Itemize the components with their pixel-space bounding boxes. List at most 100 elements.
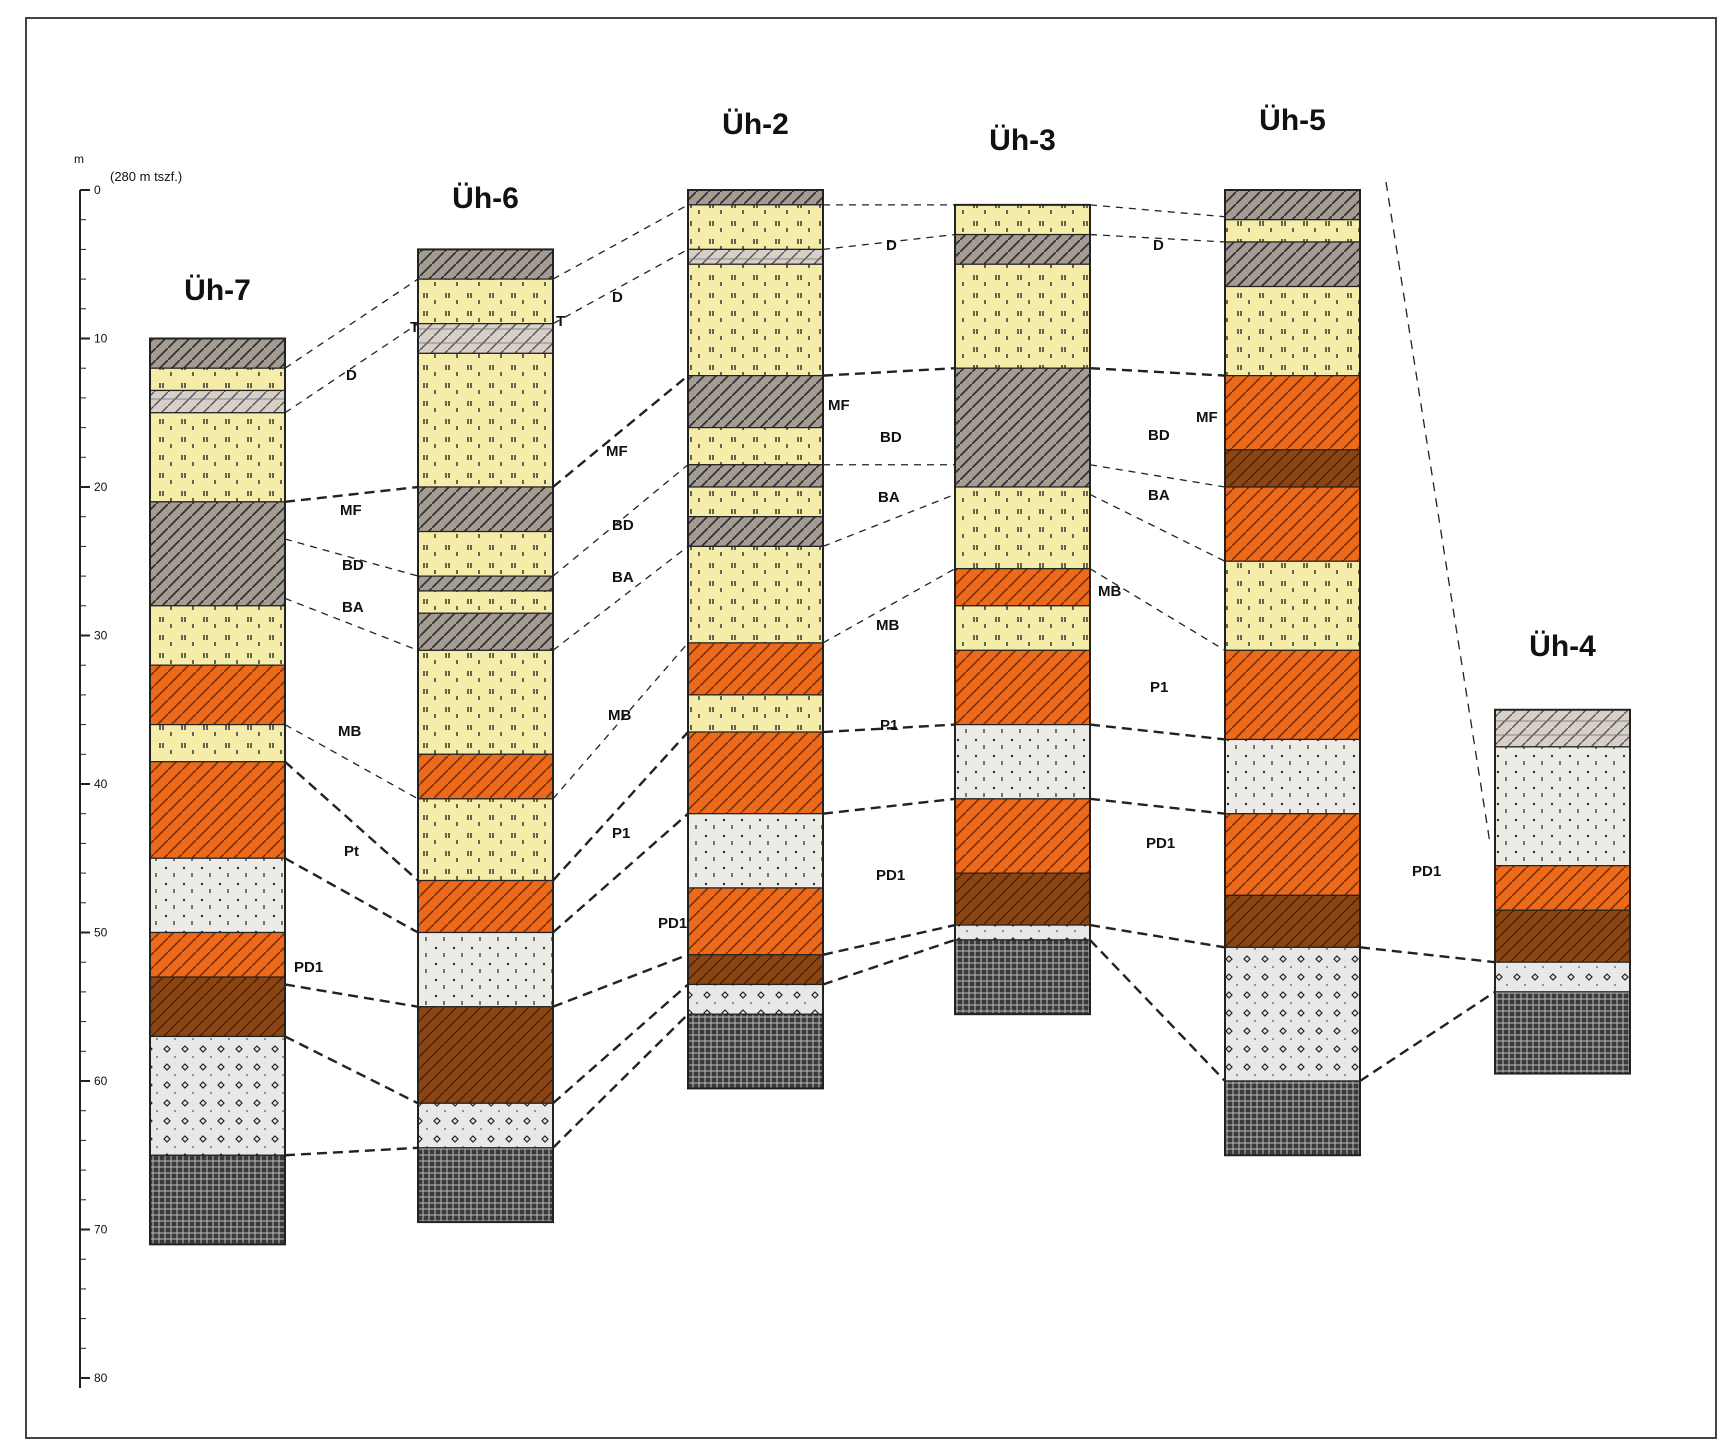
borehole-title: Üh-3 — [989, 124, 1056, 157]
unit-label-mf: MF — [828, 397, 850, 414]
axis-datum: (280 m tszf.) — [110, 169, 182, 184]
layer-paleosol-gray — [149, 337, 286, 369]
layer-loess — [417, 352, 554, 488]
unit-label-mb: MB — [876, 617, 899, 634]
layer-loess — [417, 278, 554, 325]
borehole-column — [1494, 708, 1631, 1075]
layer-paleosol-gray — [417, 248, 554, 280]
unit-label-mb: MB — [608, 707, 631, 724]
layer-silt — [417, 323, 554, 354]
unit-label-bd: BD — [342, 557, 364, 574]
layer-paleosol-gray — [687, 516, 824, 548]
correlation-line-pd1 — [822, 923, 956, 956]
borehole-outline — [1494, 708, 1631, 1075]
figure-frame — [25, 17, 1717, 1439]
layer-base — [687, 1013, 824, 1090]
correlation-line-pd1 — [1089, 923, 1226, 949]
correlation-line-p1 — [552, 731, 689, 882]
layer-loess — [417, 590, 554, 614]
layer-loess — [149, 412, 286, 503]
correlation-line-pt — [284, 857, 419, 934]
unit-label-pd1: PD1 — [658, 915, 687, 932]
correlation-line-p1 — [284, 760, 419, 882]
layer-paleosol-orange — [149, 931, 286, 978]
layer-paleosol-brown — [687, 954, 824, 986]
layer-paleosol-orange — [1224, 375, 1361, 451]
unit-label-ba: BA — [878, 489, 900, 506]
layer-paleosol-orange — [687, 887, 824, 956]
borehole-outline — [954, 203, 1091, 1016]
correlation-line-pd1-gravel — [1089, 939, 1226, 1082]
layer-loess — [954, 605, 1091, 651]
layer-loess — [954, 204, 1091, 236]
unit-label-p1: P1 — [612, 825, 630, 842]
axis-tick-label: 50 — [94, 926, 108, 940]
layer-silt — [687, 248, 824, 265]
layer-paleosol-orange — [417, 753, 554, 800]
layer-sand — [149, 857, 286, 934]
correlation-line-ba — [1089, 493, 1226, 562]
layer-sand — [417, 931, 554, 1008]
layer-loess — [687, 694, 824, 733]
borehole-outline — [417, 248, 554, 1224]
layer-loess — [1224, 285, 1361, 377]
layer-paleosol-gray — [1224, 241, 1361, 288]
layer-loess — [417, 649, 554, 755]
layer-paleosol-orange — [687, 731, 824, 815]
layer-paleosol-orange — [1224, 486, 1361, 562]
correlation-line-pd1-gravel — [822, 938, 956, 986]
correlation-line-uh4-top — [1385, 181, 1491, 844]
unit-label-mb: MB — [1098, 583, 1121, 600]
layer-loess — [687, 204, 824, 251]
layer-loess — [687, 486, 824, 518]
layer-sand — [954, 723, 1091, 800]
correlation-line-base — [284, 1146, 419, 1157]
borehole-columns — [149, 189, 1631, 1246]
correlation-line-d-lower — [1089, 233, 1226, 243]
borehole-outline — [687, 189, 824, 1090]
layer-paleosol-orange — [954, 649, 1091, 726]
layer-paleosol-orange — [1224, 813, 1361, 896]
layer-base — [1494, 991, 1631, 1075]
layer-loess — [149, 723, 286, 763]
axis-tick-label: 40 — [94, 777, 108, 791]
correlation-line-mb — [1089, 568, 1226, 651]
unit-label-t: T — [556, 313, 565, 330]
layer-paleosol-brown — [1494, 909, 1631, 963]
layer-loess — [954, 486, 1091, 570]
layer-loess — [149, 367, 286, 392]
layer-loess — [149, 605, 286, 666]
layer-gravel — [1494, 961, 1631, 993]
borehole-title: Üh-4 — [1529, 630, 1596, 663]
correlation-line-d — [1089, 204, 1226, 218]
correlation-line-pd1-gravel — [552, 983, 689, 1105]
axis-tick-label: 10 — [94, 332, 108, 346]
layer-gravel — [149, 1035, 286, 1156]
layer-paleosol-orange — [149, 664, 286, 726]
layer-sand — [687, 813, 824, 889]
borehole-outline — [1224, 189, 1361, 1157]
unit-label-p1: P1 — [1150, 679, 1168, 696]
correlation-line-ba — [552, 545, 689, 651]
unit-label-d: D — [1153, 237, 1164, 254]
axis-tick-label: 20 — [94, 480, 108, 494]
correlation-line-ba — [822, 493, 956, 548]
layer-paleosol-brown — [149, 976, 286, 1038]
layer-loess — [417, 798, 554, 882]
axis-tick-label: 70 — [94, 1223, 108, 1237]
layer-paleosol-gray — [687, 189, 824, 206]
layer-paleosol-orange — [1224, 649, 1361, 741]
unit-label-ba: BA — [1148, 487, 1170, 504]
borehole-title: Üh-6 — [452, 182, 519, 215]
layer-paleosol-orange — [149, 761, 286, 859]
correlation-line-base — [552, 1013, 689, 1149]
correlation-line-d — [284, 278, 419, 369]
layer-base — [954, 939, 1091, 1015]
unit-label-d: D — [612, 289, 623, 306]
correlation-line-d-lower — [552, 248, 689, 325]
layer-paleosol-orange — [417, 879, 554, 934]
layer-gravel — [1224, 946, 1361, 1082]
correlation-line-p1 — [1089, 723, 1226, 741]
